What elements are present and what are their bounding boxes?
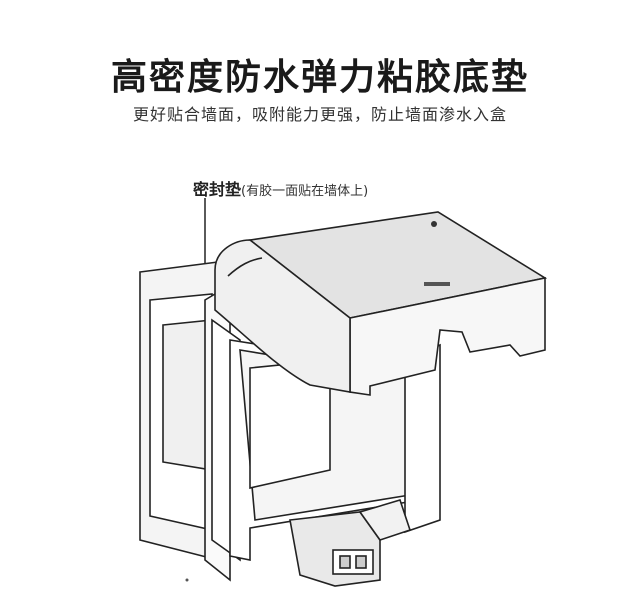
page-title: 高密度防水弹力粘胶底垫 [110, 57, 529, 98]
stray-mark [185, 578, 189, 582]
gasket-callout-note: (有胶一面贴在墙体上) [241, 184, 369, 199]
hinged-cover [214, 211, 548, 396]
bottom-latch [289, 499, 412, 587]
gasket-callout-label: 密封垫 [193, 180, 242, 199]
gasket-plate [139, 261, 219, 562]
box-frame [204, 283, 441, 582]
gasket-callout: 密封垫(有胶一面贴在墙体上) [193, 176, 368, 200]
page-subtitle: 更好贴合墙面，吸附能力更强，防止墙面渗水入盒 [132, 105, 507, 124]
